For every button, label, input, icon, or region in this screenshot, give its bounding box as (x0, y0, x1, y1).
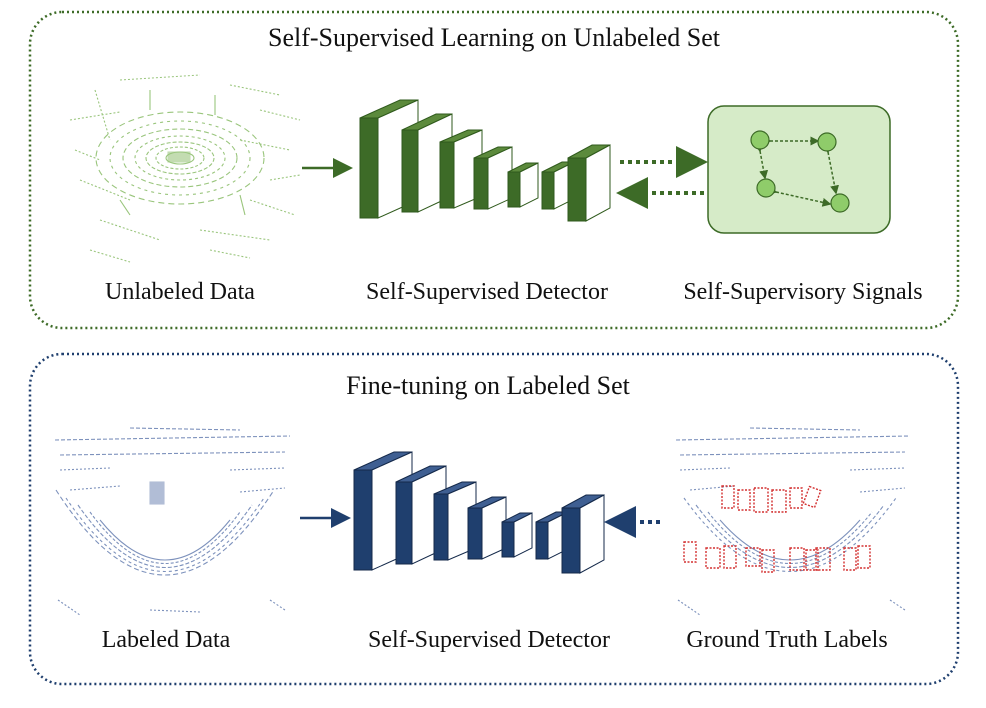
ground-truth-point-cloud (675, 427, 911, 616)
graph-node (817, 132, 837, 152)
top-middle-label: Self-Supervised Detector (366, 279, 608, 305)
top-left-label: Unlabeled Data (105, 279, 255, 305)
graph-node (750, 130, 770, 150)
bottom-middle-label: Self-Supervised Detector (368, 627, 610, 653)
signals-box (707, 105, 891, 234)
labeled-point-cloud (54, 427, 291, 616)
ground-truth-boxes (683, 485, 871, 573)
top-detector-network (359, 99, 611, 222)
bottom-detector-network (353, 451, 605, 574)
bottom-right-label: Ground Truth Labels (686, 627, 887, 653)
unlabeled-point-cloud (69, 74, 301, 263)
top-panel-title: Self-Supervised Learning on Unlabeled Se… (268, 23, 721, 52)
top-right-label: Self-Supervisory Signals (683, 279, 922, 305)
bottom-left-label: Labeled Data (102, 627, 231, 653)
top-panel-border (28, 10, 960, 330)
bottom-panel-border (28, 352, 960, 686)
graph-node (756, 178, 776, 198)
signals-graph (750, 130, 850, 213)
bottom-panel-title: Fine-tuning on Labeled Set (346, 371, 631, 400)
graph-node (830, 193, 850, 213)
